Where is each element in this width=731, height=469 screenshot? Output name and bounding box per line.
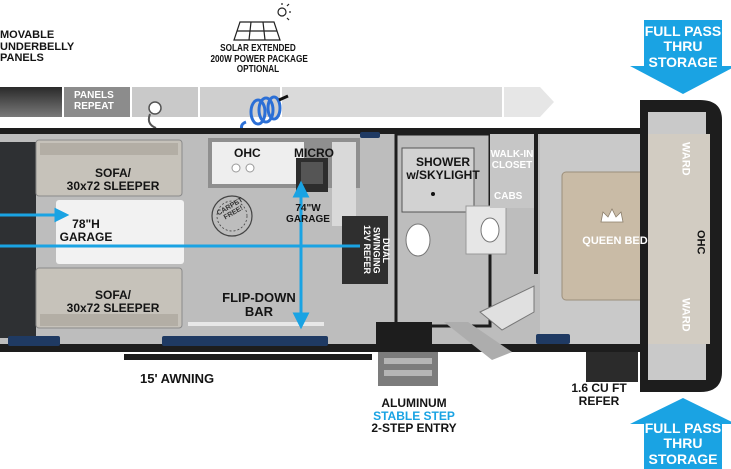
carpet-free-badge-icon	[211, 195, 253, 237]
awning	[124, 354, 372, 360]
closet-wall	[534, 134, 538, 274]
underbelly-panel-strip	[0, 87, 554, 117]
garage-width-arrow	[292, 180, 310, 330]
entry-step	[376, 322, 512, 386]
awning-label: 15' AWNING	[140, 371, 215, 386]
entry-step-label: ALUMINUM STABLE STEP 2-STEP ENTRY	[371, 396, 457, 436]
sofa-top-label: SOFA/30x72 SLEEPER	[66, 166, 160, 193]
queen-bed-label: QUEEN BED	[582, 235, 648, 247]
sofa-bottom	[35, 267, 183, 329]
refrigerator	[342, 216, 388, 284]
refer-exterior-vent	[586, 352, 638, 382]
ward-bottom-label: WARD	[679, 298, 692, 332]
ward-top-label: WARD	[679, 142, 692, 176]
bedroom-door	[479, 285, 535, 331]
walk-in-closet	[490, 134, 534, 208]
kitchen-counter	[208, 138, 360, 226]
ohc-kitchen-label: OHC	[234, 146, 261, 160]
bathroom	[394, 132, 507, 328]
sofa-bottom-label: SOFA/30x72 SLEEPER	[66, 288, 160, 315]
vents	[8, 132, 570, 346]
solar-panel-icon	[233, 3, 291, 41]
storage-arrow-icon	[630, 20, 731, 469]
garage-floor-area	[56, 200, 184, 264]
flip-down-bar-surface	[188, 322, 324, 326]
outlet-icon	[147, 101, 162, 129]
rear-ramp-door	[0, 142, 36, 338]
micro-label: MICRO	[294, 146, 334, 160]
sofa-top	[35, 139, 183, 197]
cabs-label: CABS	[494, 191, 523, 202]
wardrobe-zone	[648, 134, 710, 344]
ohc-bed-label: OHC	[694, 230, 707, 255]
crown-icon	[600, 208, 624, 223]
